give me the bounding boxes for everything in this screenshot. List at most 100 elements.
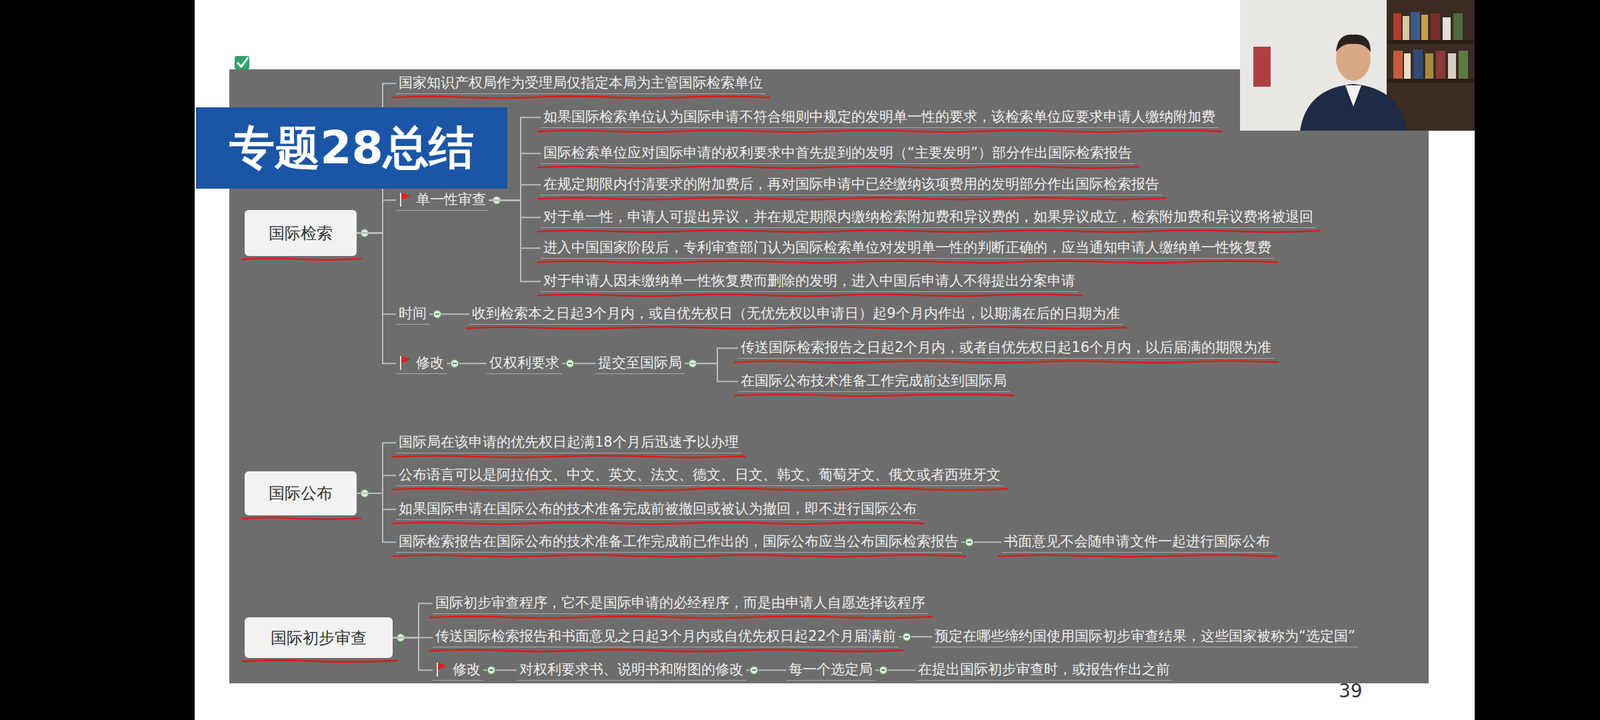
- subtopic: 对于申请人因未缴纳单一性恢复费而删除的发明，进入中国后申请人不得提出分案申请: [540, 270, 1078, 292]
- collapse-minus: [568, 362, 572, 364]
- topic-text: 提交至国际局: [598, 353, 682, 372]
- topic-text: 对于单一性，申请人可提出异议，并在规定期限内缴纳检索附加费和异议费的，如果异议成…: [543, 207, 1314, 226]
- subtopic: 如果国际申请在国际公布的技术准备完成前被撤回或被认为撤回，即不进行国际公布: [396, 498, 920, 520]
- collapse-minus: [881, 669, 886, 671]
- topic-text: 国际初步审查程序，它不是国际申请的必经程序，而是由申请人自愿选择该程序: [435, 593, 926, 612]
- topic-text: 在国际公布技术准备工作完成前达到国际局: [740, 371, 1007, 390]
- branch-line: [488, 200, 541, 218]
- collapse-icon: [566, 359, 574, 368]
- subtopic: 收到检索本之日起3个月内，或自优先权日（无优先权以申请日）起9个月内作出，以期满…: [469, 303, 1123, 325]
- subtopic: 国家知识产权局作为受理局仅指定本局为主管国际检索单位: [396, 72, 766, 94]
- collapse-icon: [902, 632, 911, 641]
- subtopic: 如果国际检索单位认为国际申请不符合细则中规定的发明单一性的要求，该检索单位应要求…: [540, 106, 1218, 128]
- red-pen-stroke: [242, 258, 361, 260]
- topic-text: 公布语言可以是阿拉伯文、中文、英文、法文、德文、日文、韩文、葡萄牙文、俄文或者西…: [398, 465, 1001, 484]
- topic-text: 仅权利要求: [489, 353, 560, 372]
- red-pen-stroke: [538, 130, 1222, 133]
- branch-line: [392, 638, 433, 671]
- topic-text: 国际局在该申请的优先权日起满18个月后迅速予以办理: [398, 432, 739, 452]
- topic-text: 时间: [398, 304, 427, 323]
- subtopic: 对权利要求书、说明书和附图的修改: [516, 659, 746, 681]
- topic-text: 单一性审查: [416, 190, 486, 209]
- topic-text: 进入中国国家阶段后，专利审查部门认为国际检索单位对发明单一性的判断正确的，应当通…: [543, 238, 1272, 257]
- title-banner: 专题28总结: [196, 107, 508, 189]
- branch-line: [356, 233, 396, 315]
- subtopic: 预定在哪些缔约国使用国际初步审查结果，这些国家被称为“选定国”: [932, 626, 1358, 648]
- topic-text: 收到检索本之日起3个月内，或自优先权日（无优先权以申请日）起9个月内作出，以期满…: [472, 304, 1120, 323]
- subtopic: 修改: [396, 352, 447, 374]
- root-text: 国际检索: [268, 222, 333, 244]
- red-pen-stroke: [735, 394, 1014, 397]
- collapse-icon: [750, 666, 758, 674]
- subtopic: 进入中国国家阶段后，专利审查部门认为国际检索单位对发明单一性的判断正确的，应当通…: [540, 237, 1274, 259]
- topic-text: 在提出国际初步审查时，或报告作出之前: [918, 660, 1170, 679]
- webcam-thumbnail: [1240, 0, 1475, 131]
- topic-text: 修改: [416, 353, 444, 372]
- branch-line: [356, 200, 396, 233]
- topic-text: 在规定期限内付清要求的附加费后，再对国际申请中已经缴纳该项费用的发明部分作出国际…: [543, 174, 1160, 194]
- branch-line: [356, 493, 396, 542]
- subtopic: 时间: [396, 303, 430, 325]
- collapse-icon: [487, 666, 496, 674]
- red-pen-stroke: [735, 361, 1278, 364]
- page-number: 39: [1338, 680, 1363, 702]
- title-text: 专题28总结: [229, 118, 474, 179]
- branch-line: [356, 442, 396, 494]
- subtopic: 国际初步审查程序，它不是国际申请的必经程序，而是由申请人自愿选择该程序: [432, 592, 928, 614]
- topic-text: 传送国际检索报告和书面意见之日起3个月内或自优先权日起22个月届满前: [435, 626, 896, 646]
- topic-text: 国际检索报告在国际公布的技术准备工作完成前已作出的，国际公布应当公布国际检索报告: [398, 532, 959, 551]
- collapse-icon: [450, 359, 459, 368]
- subtopic: 在国际公布技术准备工作完成前达到国际局: [738, 370, 1010, 392]
- subtopic: 书面意见不会随申请文件一起进行国际公布: [1001, 531, 1273, 553]
- branch-line: [356, 475, 396, 494]
- branch-line: [961, 541, 1002, 543]
- red-pen-stroke: [538, 230, 1320, 233]
- branch-line: [684, 363, 738, 382]
- red-pen-stroke: [393, 96, 770, 99]
- red-pen-stroke: [538, 166, 1139, 169]
- branch-line: [746, 669, 786, 671]
- root-topic: 国际公布: [244, 471, 357, 516]
- subtopic: 国际检索报告在国际公布的技术准备工作完成前已作出的，国际公布应当公布国际检索报告: [396, 531, 962, 553]
- topic-text: 传送国际检索报告之日起2个月内，或者自优先权日起16个月内，以后届满的期限为准: [740, 338, 1272, 357]
- flag-pole: [400, 192, 402, 207]
- topic-text: 国家知识产权局作为受理局仅指定本局为主管国际检索单位: [398, 73, 763, 92]
- red-pen-stroke: [393, 488, 1008, 491]
- subtopic: 对于单一性，申请人可提出异议，并在规定期限内缴纳检索附加费和异议费的，如果异议成…: [540, 206, 1316, 228]
- red-pen-stroke: [430, 650, 903, 652]
- branch-line: [446, 362, 487, 364]
- branch-line: [429, 313, 470, 315]
- topic-text: 如果国际申请在国际公布的技术准备完成前被撤回或被认为撤回，即不进行国际公布: [398, 499, 917, 518]
- flag-cloth: [401, 356, 411, 364]
- root-topic: 国际初步审查: [244, 617, 393, 658]
- red-pen-stroke: [998, 555, 1277, 558]
- subtopic: 传送国际检索报告和书面意见之日起3个月内或自优先权日起22个月届满前: [432, 626, 899, 648]
- collapse-minus: [489, 669, 494, 671]
- branch-line: [488, 200, 541, 282]
- topic-text: 修改: [452, 660, 481, 679]
- red-pen-stroke: [393, 456, 746, 458]
- flag-cloth: [401, 192, 411, 200]
- red-pen-stroke: [538, 198, 1166, 200]
- red-pen-stroke: [242, 660, 397, 662]
- subtopic: 单一性审查: [396, 189, 489, 211]
- collapse-icon: [433, 310, 442, 318]
- flag-icon: [435, 661, 449, 678]
- topic-text: 对于申请人因未缴纳单一性恢复费而删除的发明，进入中国后申请人不得提出分案申请: [543, 271, 1076, 290]
- red-pen-stroke: [466, 327, 1127, 330]
- subtopic: 修改: [432, 659, 484, 681]
- collapse-icon: [879, 666, 888, 674]
- flag-icon: [398, 354, 412, 371]
- red-pen-stroke: [393, 522, 924, 525]
- collapse-minus: [752, 669, 756, 671]
- topic-text: 预定在哪些缔约国使用国际初步审查结果，这些国家被称为“选定国”: [934, 626, 1356, 646]
- root-text: 国际初步审查: [270, 627, 367, 649]
- subtopic: 传送国际检索报告之日起2个月内，或者自优先权日起16个月内，以后届满的期限为准: [738, 337, 1274, 359]
- branch-line: [875, 669, 916, 671]
- root-topic: 国际检索: [244, 210, 357, 256]
- topic-text: 书面意见不会随申请文件一起进行国际公布: [1004, 532, 1270, 551]
- check-icon: [234, 56, 250, 70]
- topic-text: 每一个选定局: [788, 660, 873, 679]
- subtopic: 每一个选定局: [786, 659, 876, 681]
